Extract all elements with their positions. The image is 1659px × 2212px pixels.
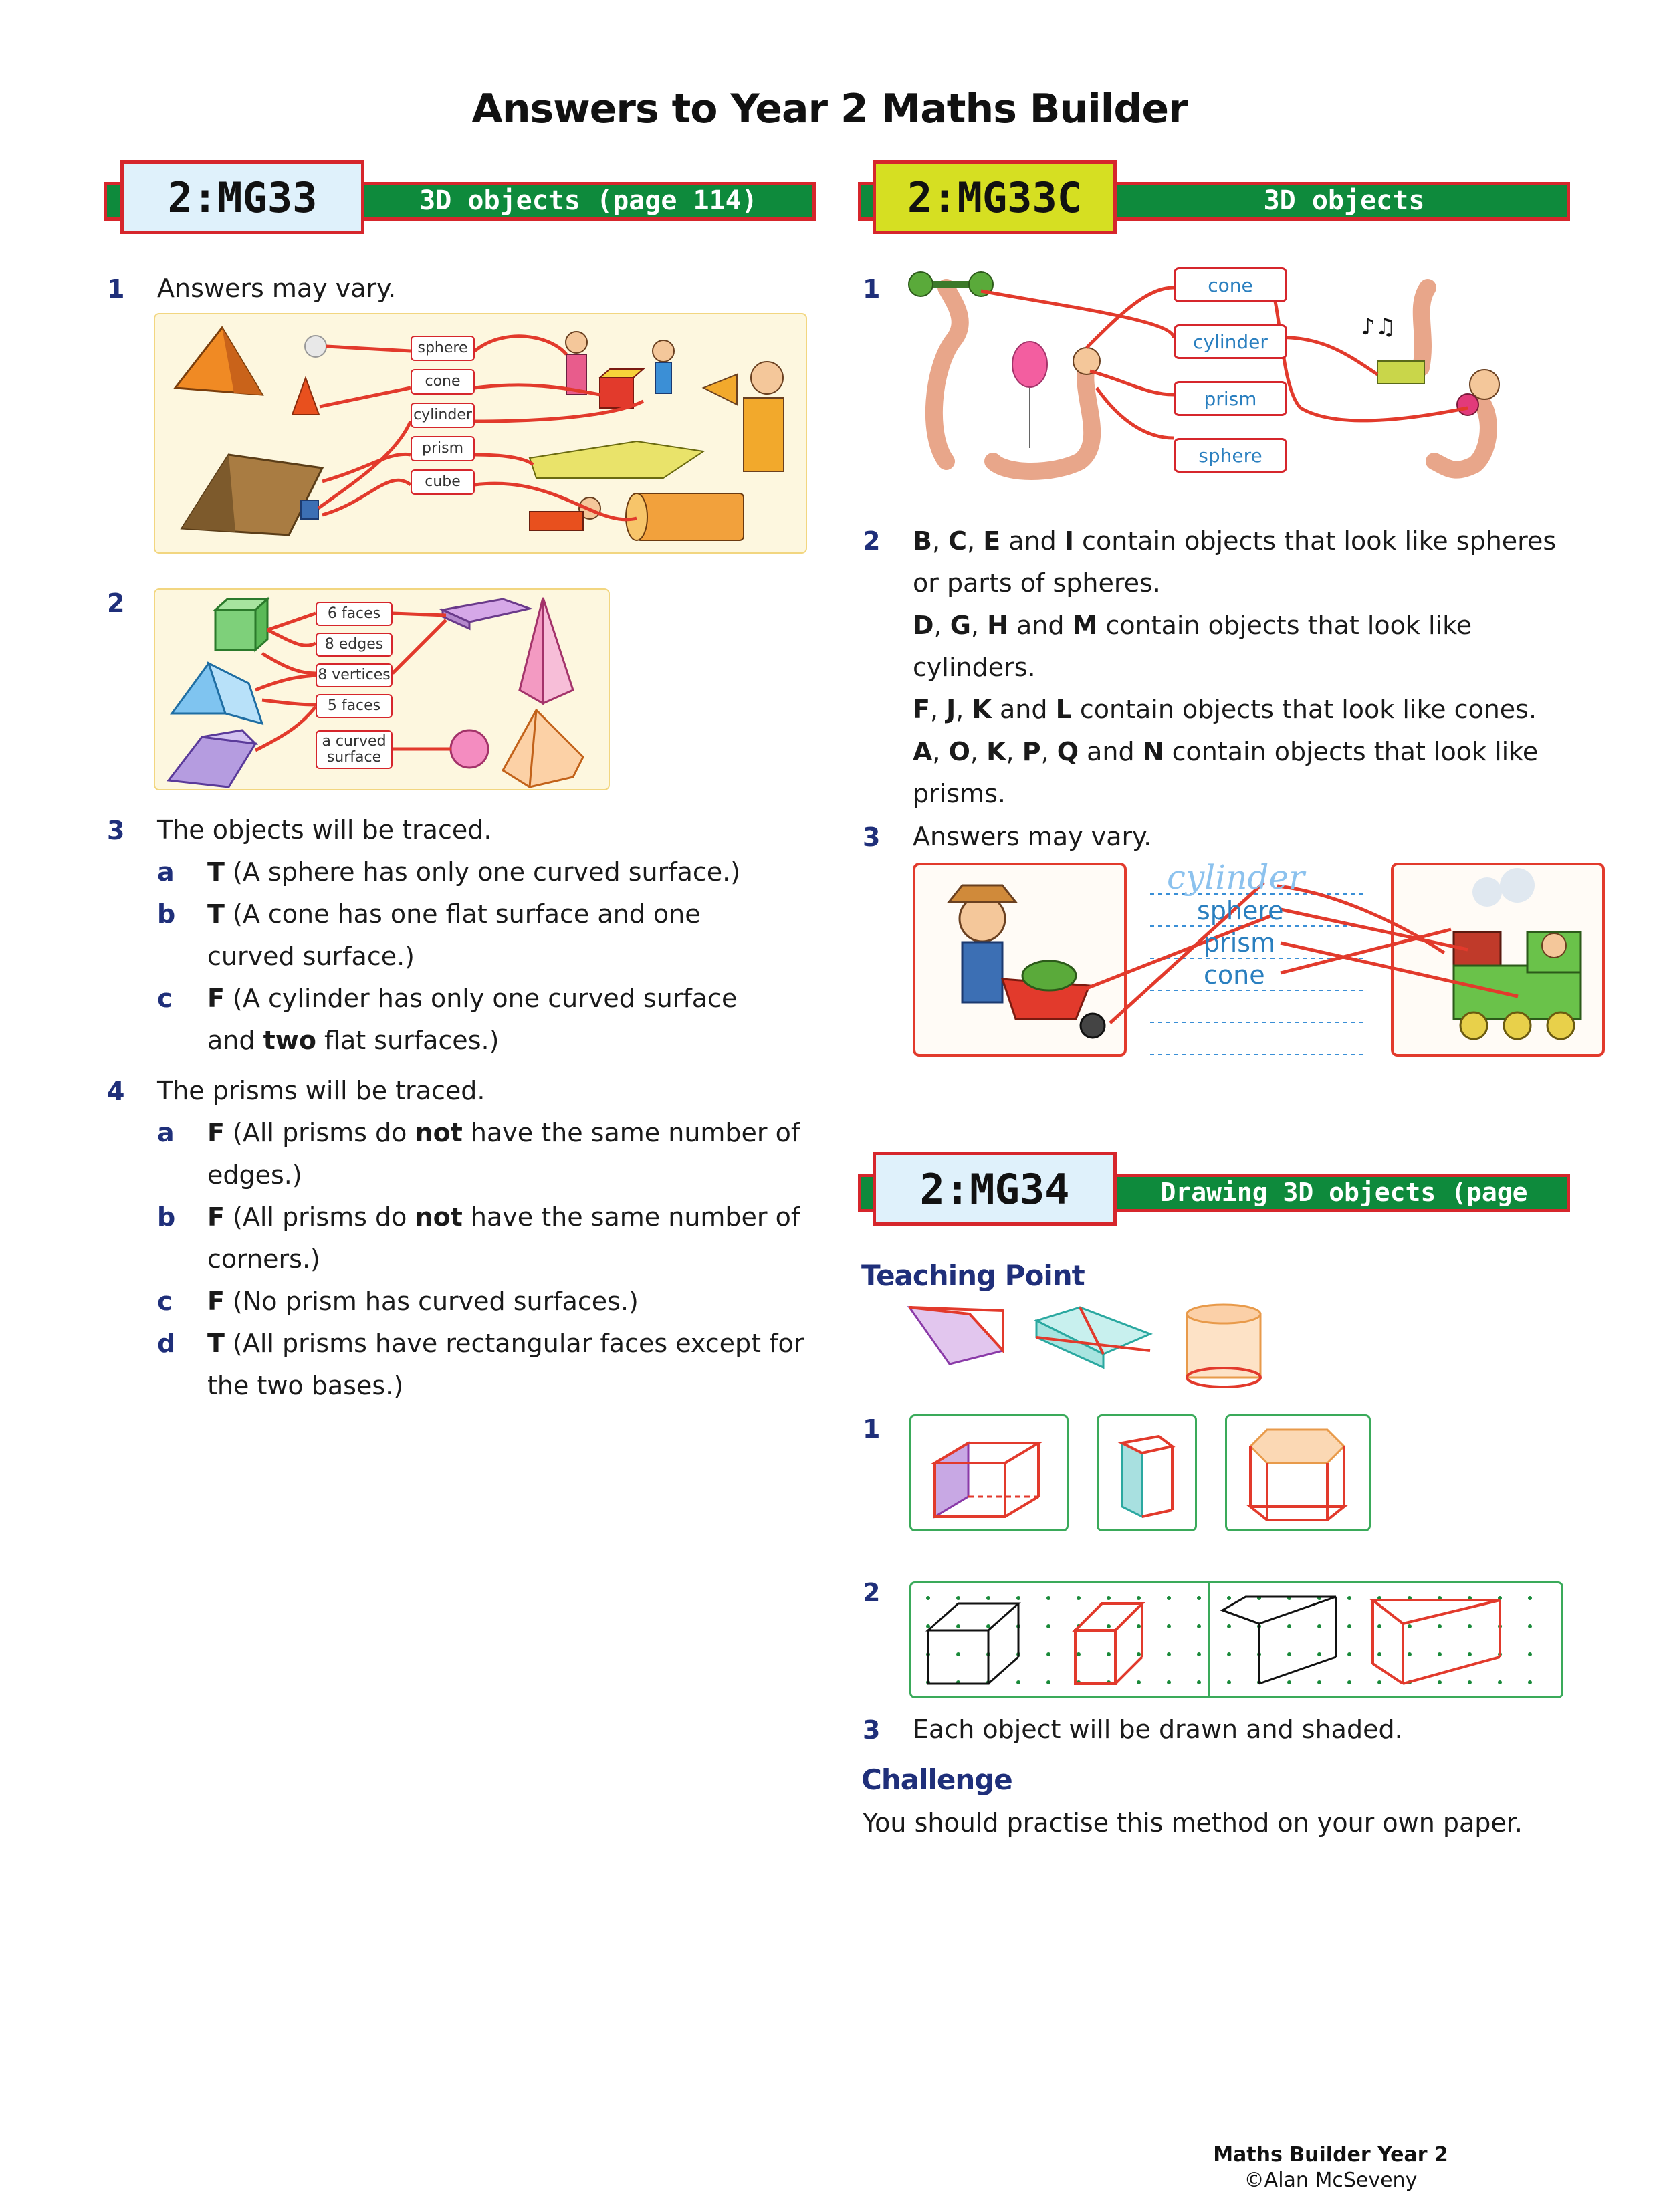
d1-box-2 [1097, 1414, 1197, 1531]
gardener-illustration [946, 884, 1106, 1039]
label-curved-surface: a curved surface [316, 730, 393, 769]
label-6-faces: 6 faces [316, 602, 393, 626]
question-number: 3 [863, 822, 881, 852]
train-illustration [1452, 868, 1582, 1040]
d3-text: Each object will be drawn and shaded. [913, 1715, 1403, 1744]
r-q1-illustration: ♪♫ [908, 271, 1500, 480]
item-letter: c [157, 1287, 173, 1316]
code-box-mg33c: 2:MG33C [873, 160, 1117, 234]
r-q3-text: Answers may vary. [913, 822, 1152, 851]
code-box-mg34: 2:MG34 [873, 1152, 1117, 1226]
teaching-point-shapes [907, 1303, 1262, 1388]
r-q2-line: B, C, E and I contain objects that look … [913, 526, 1557, 556]
footer-book-title: Maths Builder Year 2 [1213, 2143, 1448, 2167]
label-5-faces: 5 faces [316, 694, 393, 718]
q4c-answer: F (No prism has curved surfaces.) [207, 1287, 639, 1316]
q4a-answer: F (All prisms do not have the same numbe… [207, 1118, 800, 1147]
question-number: 2 [863, 526, 881, 556]
teaching-point-heading: Teaching Point [861, 1259, 1085, 1292]
r-q2-line: F, J, K and L contain objects that look … [913, 695, 1537, 724]
question-number: 1 [107, 274, 125, 304]
question-number: 2 [107, 588, 125, 618]
r-q2-line: D, G, H and M contain objects that look … [913, 611, 1472, 640]
d2-dot-grid-panel [909, 1581, 1563, 1698]
gardener-picture [913, 863, 1127, 1057]
r-q2-line: or parts of spheres. [913, 568, 1161, 598]
q3c-answer: F (A cylinder has only one curved surfac… [207, 984, 738, 1013]
label-sphere: sphere [411, 336, 475, 361]
r-q2-line: A, O, K, P, Q and N contain objects that… [913, 737, 1539, 766]
r-label-cylinder: cylinder [1174, 324, 1287, 359]
q3c-answer-line2: and two flat surfaces.) [207, 1026, 500, 1055]
d1-rect-prism-drawing [1117, 1434, 1176, 1519]
label-cone: cone [411, 369, 475, 395]
label-prism: prism [411, 436, 475, 461]
q1-matching-panel: sphere cone cylinder prism cube [154, 313, 807, 554]
code-box-mg33: 2:MG33 [120, 160, 364, 234]
question-number: 3 [863, 1715, 881, 1745]
question-number: 1 [863, 274, 881, 304]
train-picture [1391, 863, 1605, 1057]
d1-hex-prism-drawing [1246, 1428, 1348, 1521]
q3b-answer: T (A cone has one flat surface and one [207, 899, 701, 929]
q2-matching-panel: 6 faces 8 edges 8 vertices 5 faces a cur… [154, 588, 610, 790]
r-label-sphere: sphere [1174, 438, 1287, 473]
header-title-mg34: Drawing 3D objects (page 115) [1160, 1178, 1528, 1239]
q3a-answer: T (A sphere has only one curved surface.… [207, 857, 741, 887]
traced-word-cylinder: cylinder [1167, 858, 1305, 897]
word-cone: cone [1204, 960, 1265, 990]
challenge-text: You should practise this method on your … [863, 1808, 1523, 1838]
r-q2-line: cylinders. [913, 653, 1036, 682]
r-label-prism: prism [1174, 381, 1287, 416]
question-number: 4 [107, 1077, 125, 1106]
question-number: 1 [863, 1414, 881, 1444]
item-letter: c [157, 984, 173, 1013]
q4d-answer: T (All prisms have rectangular faces exc… [207, 1329, 804, 1358]
item-letter: d [157, 1329, 176, 1358]
label-8-vertices: 8 vertices [316, 663, 393, 687]
item-letter: a [157, 857, 175, 887]
q2-shapes [167, 596, 584, 788]
d2-dot-grid-drawings [925, 1583, 1532, 1697]
q1-illustration [173, 326, 784, 541]
header-title-mg33: 3D objects (page 114) [419, 185, 758, 216]
word-prism: prism [1204, 928, 1276, 958]
item-letter: a [157, 1118, 175, 1147]
r-label-cone: cone [1174, 267, 1287, 302]
q4d-answer-line2: the two bases.) [207, 1371, 404, 1400]
word-sphere: sphere [1197, 896, 1284, 925]
page-title: Answers to Year 2 Maths Builder [471, 86, 1188, 132]
d1-box-1 [909, 1414, 1069, 1531]
r-q2-line: prisms. [913, 779, 1006, 808]
item-letter: b [157, 899, 176, 929]
svg-text:♪♫: ♪♫ [1361, 314, 1396, 340]
question-number: 3 [107, 816, 125, 845]
header-title-mg33c: 3D objects [1263, 185, 1425, 216]
q3-text: The objects will be traced. [157, 815, 492, 845]
q1-text: Answers may vary. [157, 273, 397, 303]
label-8-edges: 8 edges [316, 633, 393, 657]
r-q1-matching: ♪♫ cone cylinder prism sphere [906, 261, 1575, 481]
q4b-answer-line2: corners.) [207, 1244, 320, 1274]
question-number: 2 [863, 1578, 881, 1608]
q4b-answer: F (All prisms do not have the same numbe… [207, 1202, 800, 1232]
d1-box-3 [1225, 1414, 1371, 1531]
d1-prism-drawing [929, 1441, 1044, 1519]
label-cylinder: cylinder [411, 403, 475, 428]
challenge-heading: Challenge [861, 1763, 1013, 1796]
label-cube: cube [411, 469, 475, 495]
footer-author: ©Alan McSeveny [1244, 2169, 1418, 2192]
q4-text: The prisms will be traced. [157, 1076, 485, 1105]
q4a-answer-line2: edges.) [207, 1160, 302, 1190]
q3b-answer-line2: curved surface.) [207, 942, 415, 971]
item-letter: b [157, 1202, 176, 1232]
